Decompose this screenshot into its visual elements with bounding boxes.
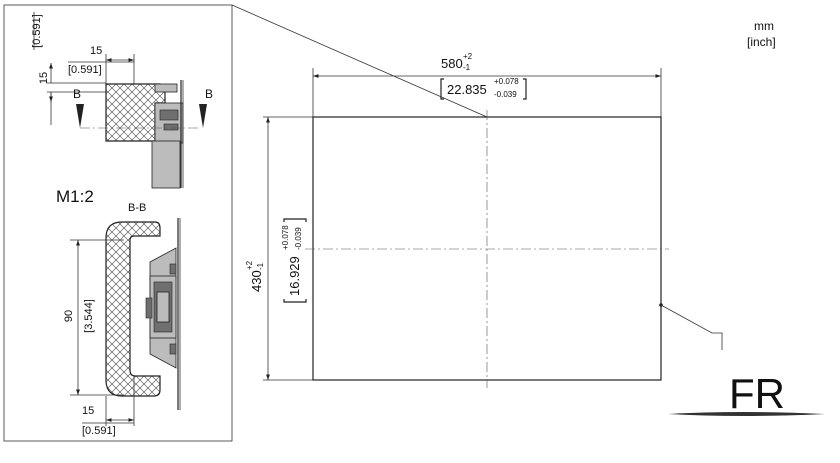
svg-text:-0.039: -0.039 [294,227,303,250]
frame-profile-section [105,221,161,397]
company-logo: FR [668,370,825,417]
section-title: B-B [128,202,146,214]
top-horizontal-dim-inch: [0.591] [68,64,102,76]
top-partial-view: 15 [0.591] 15 [0.591] B B [31,12,213,189]
svg-text:22.835: 22.835 [447,82,487,97]
svg-text:-1: -1 [256,262,265,270]
detail-panel: 15 [0.591] 15 [0.591] B B [3,4,488,442]
section-arrow-left [76,104,84,128]
scale-label: M1:2 [56,187,94,206]
section-height-dim-inch: [3.544] [83,299,95,333]
unit-mm: mm [754,19,774,33]
front-view: 580 +2 -1 22.835 +0.078 -0.039 430 +2 -1… [245,52,723,388]
height-dimension-label: 430 +2 -1 16.929 +0.078 -0.039 [245,218,307,303]
svg-text:580: 580 [441,56,463,71]
svg-text:430: 430 [249,270,264,292]
svg-text:-0.039: -0.039 [494,90,517,99]
bottom-horizontal-dim-inch: [0.591] [82,425,116,437]
unit-inch: [inch] [747,35,776,49]
svg-text:-1: -1 [463,63,471,72]
section-marker-left: B [73,87,81,101]
section-marker-right: B [205,87,213,101]
bottom-horizontal-dim-mm: 15 [82,405,94,417]
svg-text:16.929: 16.929 [287,256,302,296]
detail-reference-leader [660,304,723,350]
detail-frame [3,4,233,442]
logo-letters: FR [729,370,785,417]
width-dimension-label: 580 +2 -1 22.835 +0.078 -0.039 [440,52,527,100]
section-height-dim-mm: 90 [63,310,75,322]
top-vertical-dim-mm: 15 [38,72,50,84]
detail-leader-line [231,4,488,118]
svg-text:+2: +2 [245,260,254,270]
top-horizontal-dim-mm: 15 [90,45,102,57]
svg-text:+2: +2 [463,52,473,61]
svg-text:+0.078: +0.078 [494,77,519,86]
svg-text:+0.078: +0.078 [281,225,290,250]
section-view-bb: B-B 90 [3.544] 15 [0.591 [63,202,181,437]
top-vertical-dim-inch: [0.591] [31,14,43,48]
section-arrow-right [199,104,207,128]
hinge-mechanism-top [154,102,184,144]
